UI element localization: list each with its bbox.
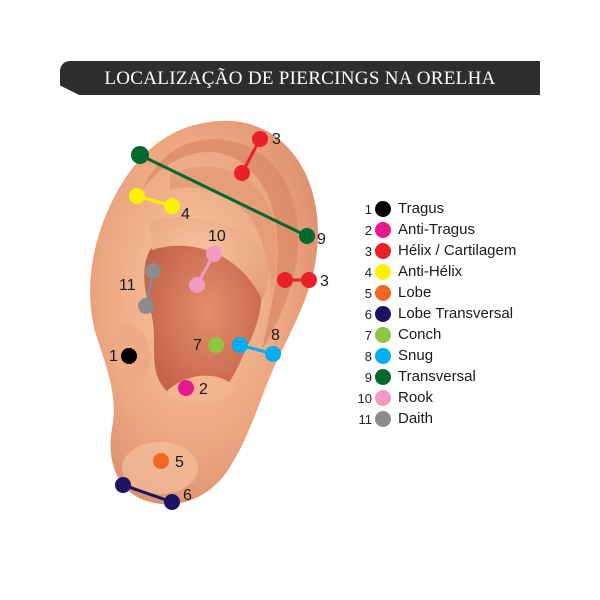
legend-number: 1 — [364, 202, 372, 217]
legend-item: 11 Daith — [356, 409, 546, 430]
legend-color-dot — [375, 222, 391, 238]
legend-color-dot — [375, 411, 391, 427]
dot-3-right-b — [301, 272, 317, 288]
label-9: 9 — [317, 231, 326, 248]
legend-item: 5 Lobe — [356, 283, 546, 304]
connector-6 — [122, 483, 173, 504]
legend-item: 8 Snug — [356, 346, 546, 367]
legend-item: 6 Lobe Transversal — [356, 304, 546, 325]
concha — [144, 236, 262, 403]
legend-label: Daith — [398, 410, 434, 427]
connector-9 — [139, 153, 308, 238]
title-banner: LOCALIZAÇÃO DE PIERCINGS NA ORELHA — [60, 61, 540, 95]
label-4: 4 — [181, 206, 190, 223]
legend-color-dot — [375, 243, 391, 259]
legend-color-dot — [375, 264, 391, 280]
legend-color-dot — [375, 306, 391, 322]
label-2: 2 — [199, 381, 208, 398]
dot-10-b — [189, 277, 205, 293]
legend-label: Rook — [398, 389, 434, 406]
legend-label: Lobe — [398, 284, 432, 301]
dot-11-a — [145, 263, 161, 279]
scapha — [170, 166, 278, 290]
dot-3-top-b — [234, 165, 250, 181]
dot-2 — [178, 380, 194, 396]
legend-number: 2 — [364, 223, 372, 238]
dot-6-a — [115, 477, 131, 493]
label-3-right: 3 — [320, 273, 329, 290]
legend-label: Lobe Transversal — [398, 305, 514, 322]
legend-label: Conch — [398, 326, 442, 343]
label-8: 8 — [271, 327, 280, 344]
label-10: 10 — [208, 228, 226, 245]
dot-9-a — [131, 146, 149, 164]
legend: 1 Tragus 2 Anti-Tragus 3 Hélix / Cartilagem 4 A… — [356, 199, 546, 430]
legend-color-dot — [375, 369, 391, 385]
dot-7 — [208, 337, 224, 353]
dot-10-a — [206, 246, 222, 262]
dot-3-right-a — [277, 272, 293, 288]
legend-item: 3 Hélix / Cartilagem — [356, 241, 546, 262]
dot-4-a — [129, 188, 145, 204]
dot-6-b — [164, 494, 180, 510]
legend-number: 11 — [358, 412, 373, 427]
label-1: 1 — [109, 348, 118, 365]
label-6: 6 — [183, 487, 192, 504]
label-3-top: 3 — [272, 131, 281, 148]
legend-label: Snug — [398, 347, 434, 364]
dot-1 — [121, 348, 137, 364]
legend-color-dot — [375, 327, 391, 343]
dot-3-top-a — [252, 131, 268, 147]
label-11: 11 — [119, 277, 136, 294]
legend-number: 5 — [364, 286, 372, 301]
legend-item: 4 Anti-Hélix — [356, 262, 546, 283]
dot-11-b — [138, 298, 154, 314]
legend-label: Transversal — [398, 368, 476, 385]
legend-label: Hélix / Cartilagem — [398, 242, 517, 259]
legend-color-dot — [375, 390, 391, 406]
dot-9-b — [299, 228, 315, 244]
legend-number: 3 — [364, 244, 372, 259]
antihelix — [150, 217, 269, 300]
legend-number: 9 — [364, 370, 372, 385]
dot-8-b — [265, 346, 281, 362]
legend-label: Tragus — [398, 200, 445, 217]
legend-number: 6 — [364, 307, 372, 322]
legend-color-dot — [375, 285, 391, 301]
legend-label: Anti-Tragus — [398, 221, 475, 238]
legend-item: 2 Anti-Tragus — [356, 220, 546, 241]
legend-number: 8 — [364, 349, 372, 364]
legend-color-dot — [375, 201, 391, 217]
dot-5 — [153, 453, 169, 469]
dot-4-b — [164, 198, 180, 214]
legend-item: 10 Rook — [356, 388, 546, 409]
page-title: LOCALIZAÇÃO DE PIERCINGS NA ORELHA — [104, 68, 496, 89]
legend-number: 10 — [357, 391, 372, 406]
legend-color-dot — [375, 348, 391, 364]
legend-item: 9 Transversal — [356, 367, 546, 388]
legend-number: 7 — [364, 328, 372, 343]
label-7: 7 — [193, 337, 202, 354]
legend-number: 4 — [364, 265, 372, 280]
dot-8-a — [232, 337, 248, 353]
legend-label: Anti-Hélix — [398, 263, 463, 280]
legend-item: 1 Tragus — [356, 199, 546, 220]
label-5: 5 — [175, 454, 184, 471]
legend-item: 7 Conch — [356, 325, 546, 346]
